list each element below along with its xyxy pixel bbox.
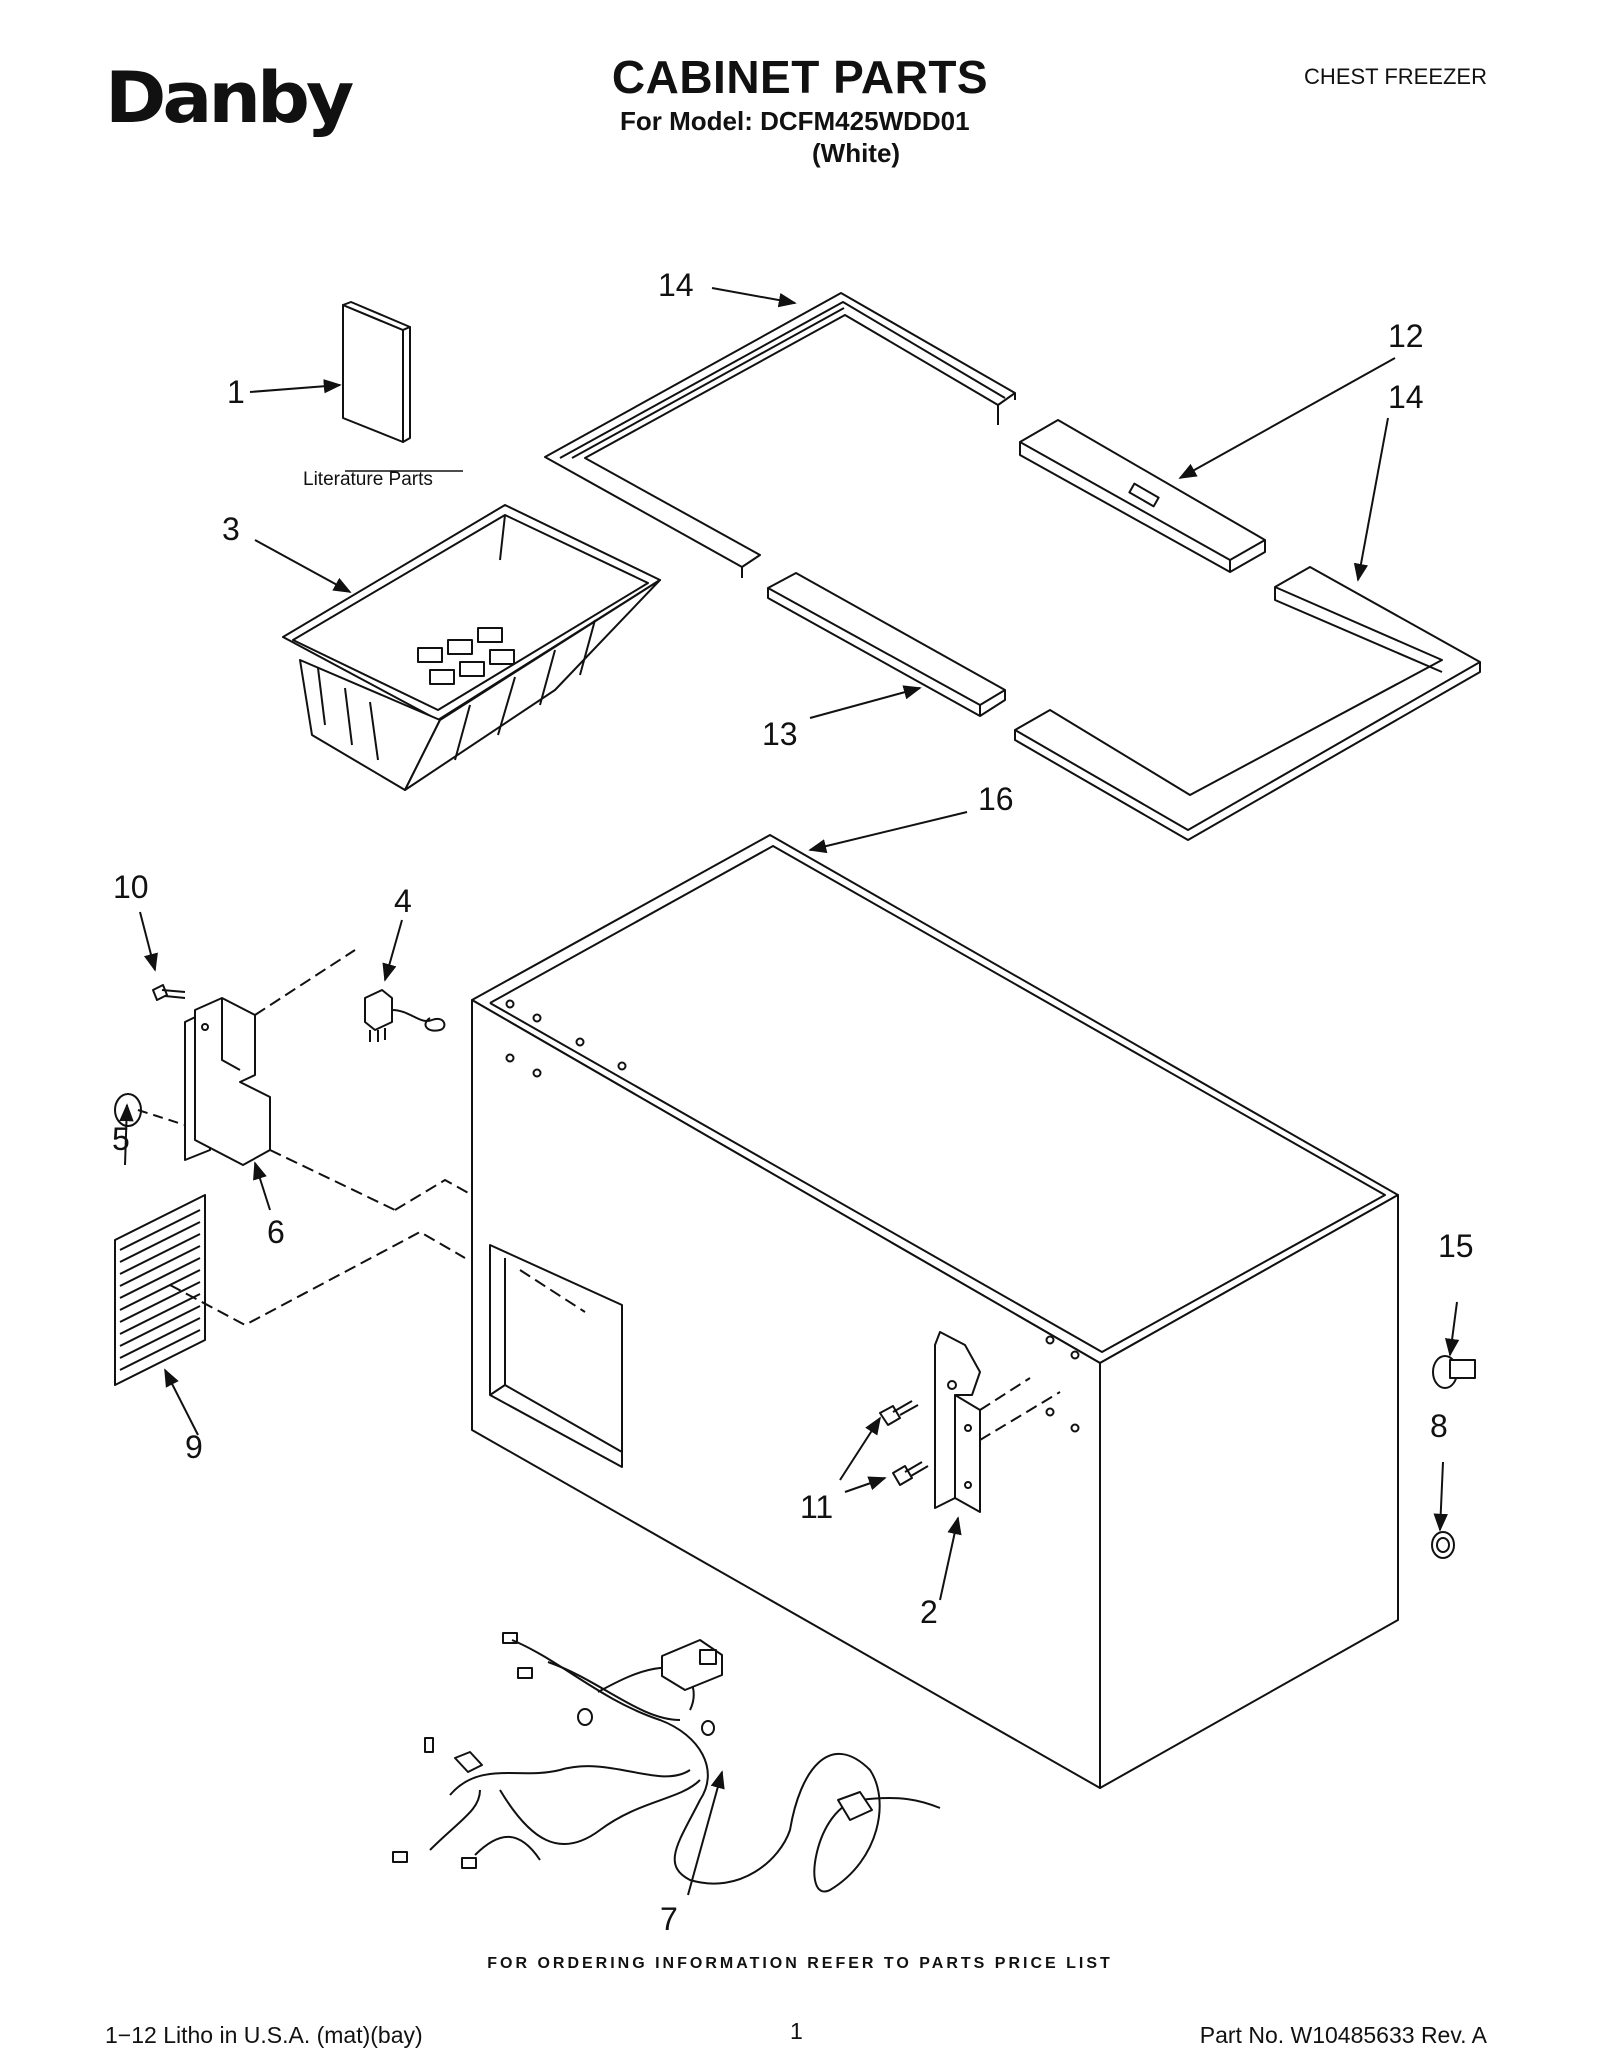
brand-logo: Danby	[105, 57, 354, 139]
callout-12: 12	[1388, 318, 1424, 354]
callout-14-top: 14	[658, 267, 694, 303]
gasket-frame-right	[1014, 566, 1481, 841]
literature-parts-label: Literature Parts	[303, 469, 433, 490]
leveling-foot	[1431, 1531, 1455, 1559]
callout-4: 4	[394, 883, 412, 919]
thermostat	[364, 989, 446, 1042]
callout-3: 3	[222, 511, 240, 547]
print-info: 1−12 Litho in U.S.A. (mat)(bay)	[105, 2022, 423, 2048]
drain-plug	[1432, 1355, 1476, 1389]
color-line: (White)	[812, 138, 901, 168]
page-title: CABINET PARTS	[611, 51, 989, 103]
callout-11: 11	[800, 1489, 833, 1525]
literature-booklet	[342, 301, 411, 443]
mounting-screw	[152, 984, 186, 1001]
callout-8: 8	[1430, 1408, 1448, 1444]
callout-15: 15	[1438, 1228, 1474, 1264]
callout-9: 9	[185, 1429, 203, 1465]
gasket-strip-13	[767, 572, 1006, 717]
product-type: CHEST FREEZER	[1304, 64, 1487, 89]
lid-hinge	[934, 1331, 1061, 1513]
callout-10: 10	[113, 869, 149, 905]
wire-harness	[392, 1632, 941, 1893]
callout-13: 13	[762, 716, 798, 752]
callout-16: 16	[978, 781, 1014, 817]
callout-7: 7	[660, 1901, 678, 1937]
vent-grille	[114, 1194, 466, 1386]
callout-14-right: 14	[1388, 379, 1424, 415]
freezer-basket	[282, 504, 661, 791]
callout-6: 6	[267, 1214, 285, 1250]
part-number: Part No. W10485633 Rev. A	[1199, 2022, 1487, 2048]
control-housing	[184, 949, 473, 1211]
callout-5: 5	[112, 1121, 130, 1157]
callout-2: 2	[920, 1594, 938, 1630]
gasket-frame-left	[544, 292, 1016, 578]
ordering-info: FOR ORDERING INFORMATION REFER TO PARTS …	[487, 1955, 1113, 1972]
model-line: For Model: DCFM425WDD01	[620, 106, 970, 136]
gasket-strip-12	[1019, 419, 1266, 573]
hinge-screws	[879, 1400, 929, 1486]
freezer-cabinet	[471, 834, 1399, 1789]
page-number: 1	[790, 2018, 803, 2044]
callout-1: 1	[227, 374, 245, 410]
